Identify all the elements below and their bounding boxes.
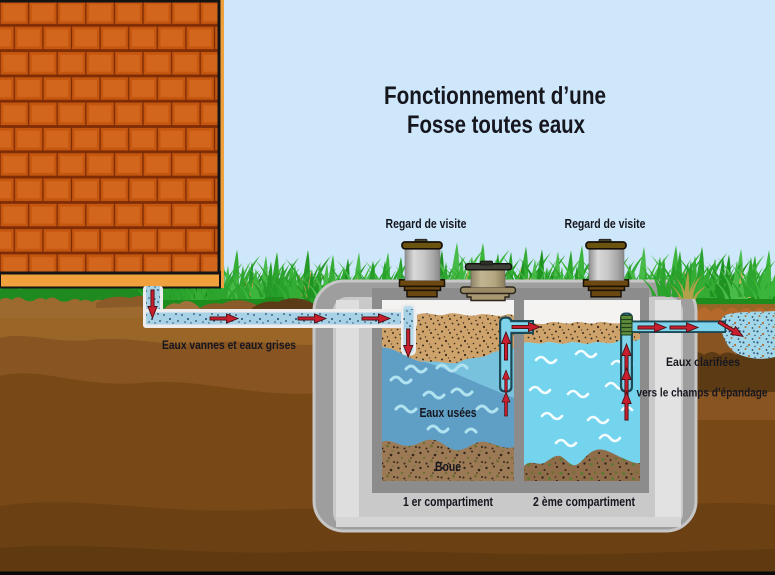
svg-text:2 ème compartiment: 2 ème compartiment	[533, 495, 636, 509]
svg-text:Fosse toutes eaux: Fosse toutes eaux	[407, 111, 585, 139]
svg-text:Fonctionnement d’une: Fonctionnement d’une	[384, 82, 606, 110]
svg-text:Regard de visite: Regard de visite	[565, 217, 646, 231]
svg-text:Regard de visite: Regard de visite	[386, 217, 467, 231]
svg-text:Eaux usées: Eaux usées	[420, 405, 477, 420]
svg-text:Boue: Boue	[435, 460, 461, 474]
svg-text:Eaux vannes et eaux grises: Eaux vannes et eaux grises	[162, 338, 296, 352]
svg-text:Eaux clarifiées: Eaux clarifiées	[666, 355, 740, 369]
svg-text:vers le champs d’épandage: vers le champs d’épandage	[637, 386, 768, 400]
svg-text:1 er compartiment: 1 er compartiment	[403, 495, 494, 509]
